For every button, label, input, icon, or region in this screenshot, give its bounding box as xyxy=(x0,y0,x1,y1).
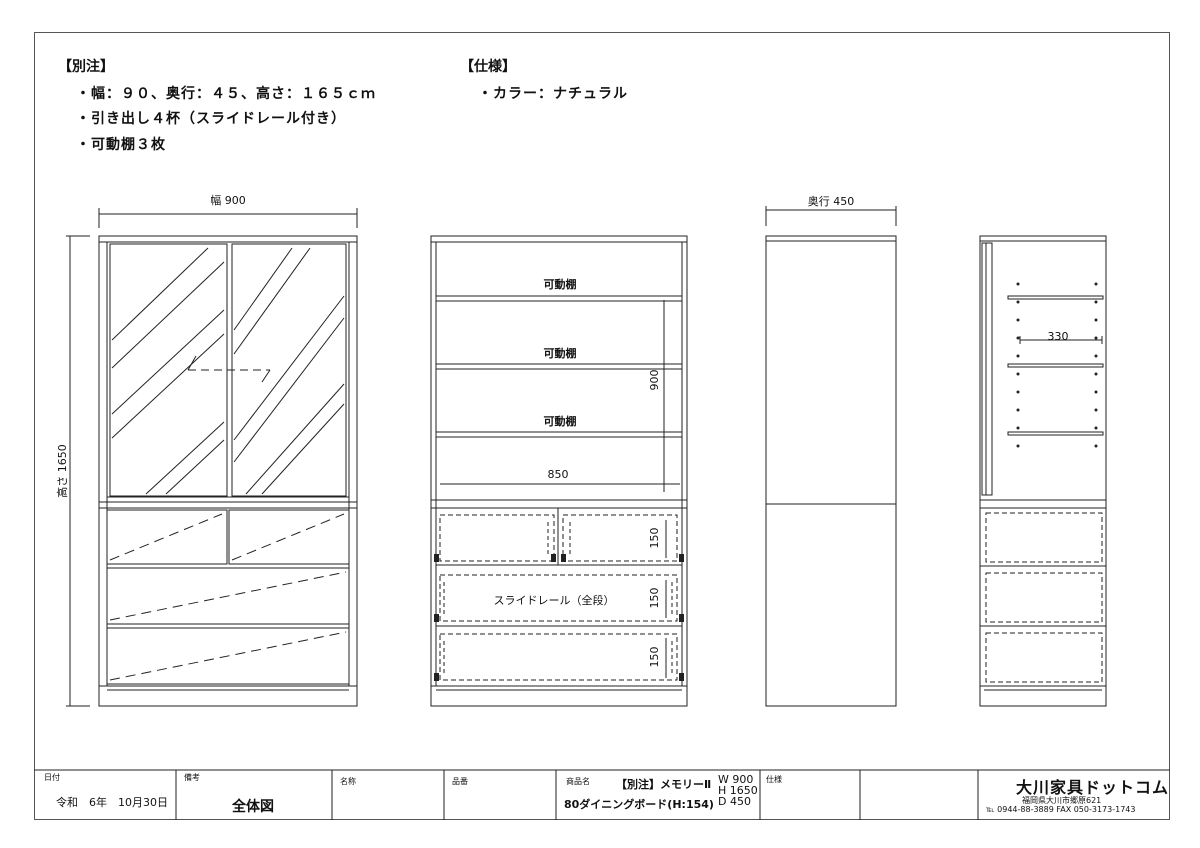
interior-shelf-label-3: 可動棚 xyxy=(544,414,577,428)
company-address: 福岡県大川市郷原621 xyxy=(1022,796,1102,805)
section-dim-330: 330 xyxy=(1048,330,1069,343)
custom-item-size: ・幅：９０、奥行：４５、高さ：１６５ｃｍ xyxy=(76,86,376,102)
remarks-label: 備考 xyxy=(184,773,200,782)
spec-heading: 【仕様】 xyxy=(460,59,516,75)
drawer-dim-1: 150 xyxy=(648,528,661,549)
date-label: 日付 xyxy=(44,773,60,782)
interior-dim-900: 900 xyxy=(648,370,661,391)
date-value: 令和 6年 10月30日 xyxy=(56,796,168,809)
company-name: 大川家具ドットコム xyxy=(1016,778,1170,797)
shelf-pin-holes xyxy=(1016,282,1098,448)
drawing-frame xyxy=(34,32,1170,820)
product-line2: 80ダイニングボード(H:154) xyxy=(564,798,714,811)
section-view xyxy=(979,235,1107,707)
title-block-grid xyxy=(34,769,1170,820)
dim-width: W 900 xyxy=(718,773,754,786)
side-depth-label: 奥行 450 xyxy=(808,194,855,208)
front-view xyxy=(66,208,358,707)
dim-height: H 1650 xyxy=(718,784,758,797)
interior-dim-850: 850 xyxy=(548,468,569,481)
interior-shelf-label-2: 可動棚 xyxy=(544,346,577,360)
front-height-label: 高さ 1650 xyxy=(55,444,69,498)
custom-item-drawers: ・引き出し４杯（スライドレール付き） xyxy=(76,111,346,127)
slide-rail-label: スライドレール（全段） xyxy=(494,593,615,607)
custom-item-shelves: ・可動棚３枚 xyxy=(76,137,166,153)
product-label: 商品名 xyxy=(566,777,590,786)
spec-item-color: ・カラー：ナチュラル xyxy=(478,86,628,102)
product-dimensions: W 900 H 1650 D 450 xyxy=(718,774,758,807)
interior-shelf-label-1: 可動棚 xyxy=(544,277,577,291)
custom-order-heading: 【別注】 xyxy=(58,59,114,75)
number-label: 品番 xyxy=(452,777,468,786)
remarks-value: 全体図 xyxy=(232,799,274,815)
interior-view xyxy=(430,235,688,707)
rail-brackets xyxy=(434,554,684,681)
spec-label: 仕様 xyxy=(766,775,782,784)
company-phone: ℡ 0944-88-3889 FAX 050-3173-1743 xyxy=(986,805,1136,814)
drawer-dim-3: 150 xyxy=(648,647,661,668)
dim-depth: D 450 xyxy=(718,795,751,808)
front-width-label: 幅 900 xyxy=(210,194,246,207)
side-view xyxy=(765,206,897,707)
product-line1: 【別注】メモリーⅡ xyxy=(616,778,712,791)
drawer-dim-2: 150 xyxy=(648,588,661,609)
name-label: 名称 xyxy=(340,777,356,786)
